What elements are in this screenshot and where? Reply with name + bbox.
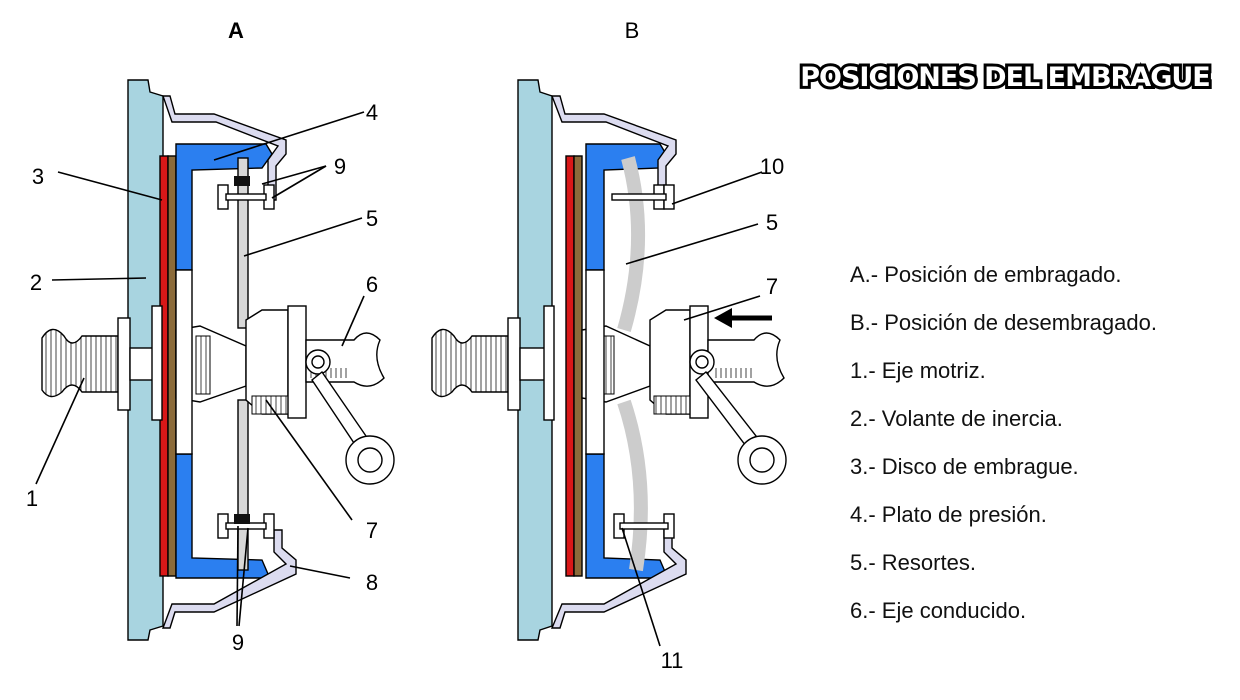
clutch-cover-a: [162, 95, 287, 201]
callout-a-3: 3: [32, 164, 44, 189]
clutch-disc-b: [573, 155, 583, 577]
legend-item: 4.- Plato de presión.: [850, 502, 1047, 527]
output-shaft-b: [707, 332, 785, 387]
callout-a-4: 4: [366, 100, 378, 125]
callouts-a: 4 9 3 5 2 6 1 7 8 9: [26, 100, 378, 655]
legend-item: B.- Posición de desembragado.: [850, 310, 1157, 335]
clutch-cover-b: [550, 95, 677, 201]
callout-a-9-bottom: 9: [232, 630, 244, 655]
spring-released-b: [617, 156, 646, 332]
callouts-b: 10 5 7 11: [661, 154, 785, 673]
callout-a-8: 8: [366, 570, 378, 595]
callout-a-1: 1: [26, 486, 38, 511]
legend-item: 2.- Volante de inercia.: [850, 406, 1063, 431]
friction-lining-b: [565, 155, 575, 577]
panel-a-drawing: [41, 79, 395, 641]
callout-a-5: 5: [366, 206, 378, 231]
clutch-disc-a: [167, 155, 177, 577]
callout-b-5: 5: [766, 210, 778, 235]
callout-b-7: 7: [766, 274, 778, 299]
legend-item: A.- Posición de embragado.: [850, 262, 1122, 287]
legend-item: 3.- Disco de embrague.: [850, 454, 1079, 479]
panel-b-label: B: [625, 18, 640, 43]
legend-item: 6.- Eje conducido.: [850, 598, 1026, 623]
legend-item: 1.- Eje motriz.: [850, 358, 986, 383]
left-arrow-icon: [714, 308, 772, 328]
release-lever-a: [237, 157, 249, 329]
leader-lines: [35, 111, 763, 647]
legend-item: 5.- Resortes.: [850, 550, 976, 575]
callout-b-10: 10: [760, 154, 784, 179]
diagram-title: POSICIONES DEL EMBRAGUE: [800, 62, 1210, 93]
input-shaft-b: [431, 328, 509, 398]
callout-a-7: 7: [366, 518, 378, 543]
callout-a-2: 2: [30, 270, 42, 295]
callout-b-11: 11: [661, 648, 684, 673]
legend: A.- Posición de embragado. B.- Posición …: [850, 262, 1157, 623]
panel-b-drawing: [431, 79, 787, 641]
panel-a-label: A: [228, 18, 244, 43]
callout-a-9-top: 9: [334, 154, 346, 179]
callout-a-6: 6: [366, 272, 378, 297]
